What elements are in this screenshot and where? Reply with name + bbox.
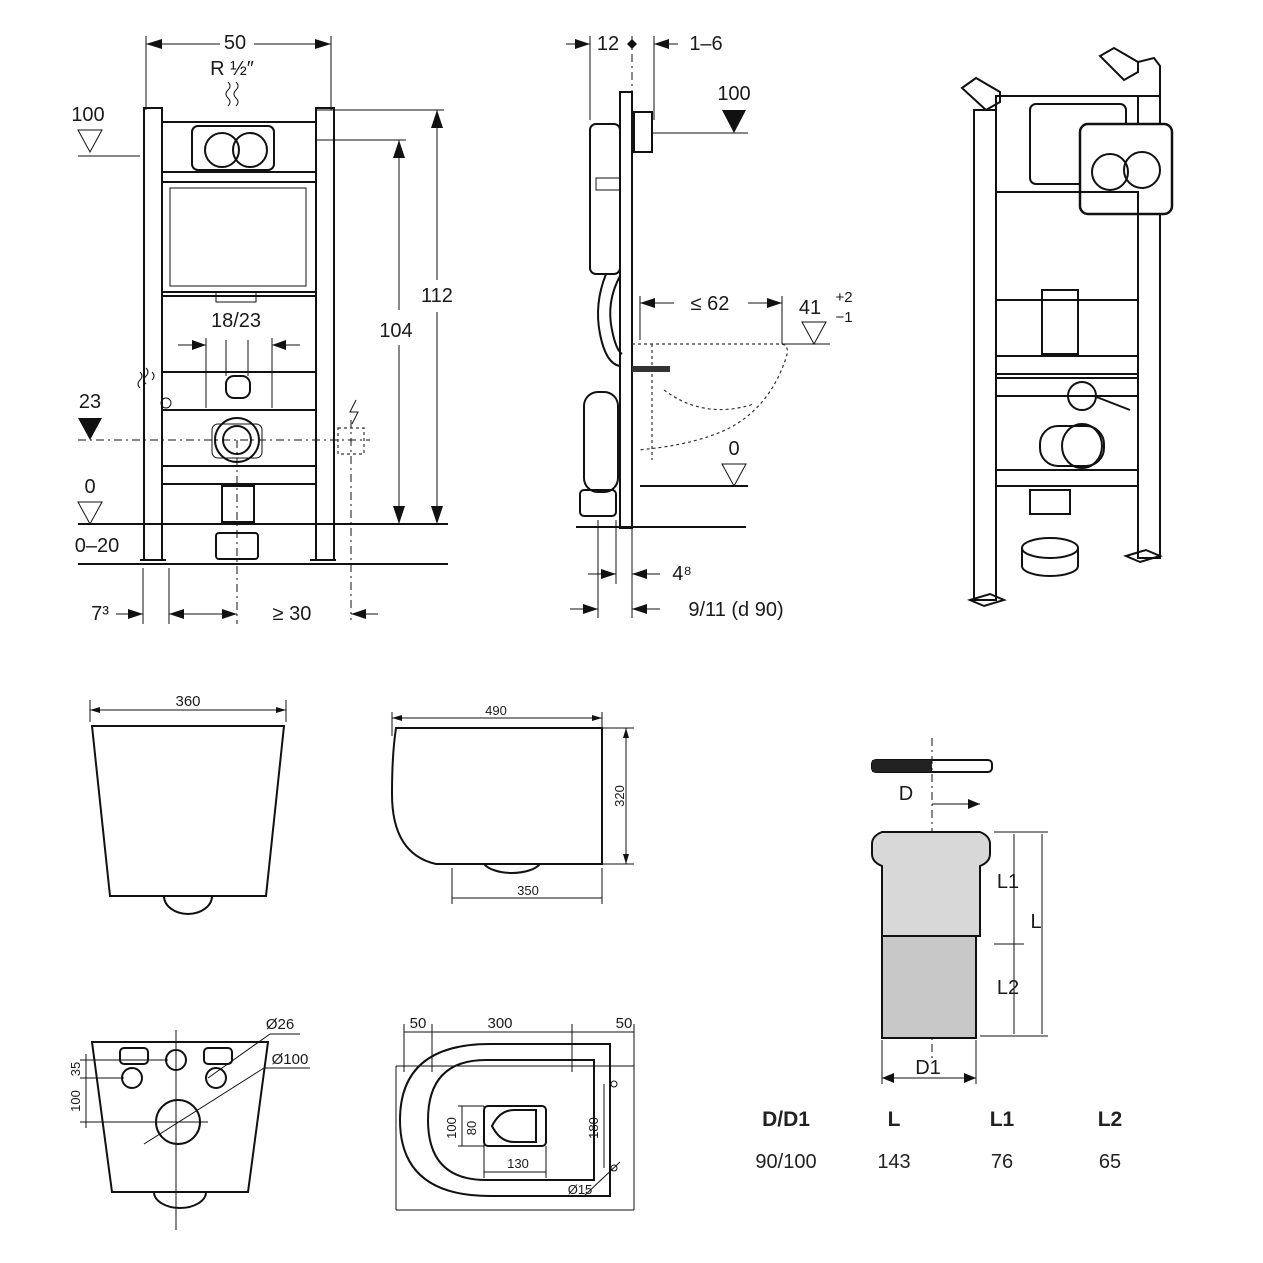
tolerance-minus-label: −1 [835,309,852,326]
offset-4-label: 4⁸ [672,563,692,585]
frame-width-label: 50 [224,32,246,54]
bowl-side-view: 490 320 350 [390,703,634,904]
level-marker-0-icon [77,501,103,526]
bowl-rear-d26-label: Ø26 [266,1016,294,1033]
bowl-rear-view: Ø26 Ø100 35 100 [68,1016,310,1230]
floor-range-label: 0–20 [75,535,120,557]
bowl-length-label: 490 [485,703,507,718]
frame-front-view: 50 R ½″ 100 18/23 [71,32,453,625]
bowl-base-label: 350 [517,883,539,898]
level-marker-100-icon [77,129,103,154]
spec-header-l2: L2 [1098,1108,1123,1131]
bowl-height-label: 320 [612,785,627,807]
side-level-100-icon [722,110,746,133]
side-level-0-icon [721,463,747,488]
min-side-distance-label: ≥ 30 [273,603,312,625]
bowl-front-view: 360 [89,693,287,915]
adjustment-label: 1–6 [689,33,722,55]
top-width-80-label: 80 [464,1121,479,1135]
connector-d-label: D [899,783,913,805]
bowl-width-label: 360 [175,693,200,710]
bowl-level-icon [801,321,827,346]
tolerance-plus-label: +2 [835,289,852,306]
connector-l1-label: L1 [997,871,1019,893]
frame-side-view: 12 1–6 100 ≤ 62 41 +2 −1 0 [566,33,853,621]
top-height-180-label: 180 [586,1117,601,1139]
reach-label: ≤ 62 [691,293,730,315]
height-104-label: 104 [379,320,412,342]
frame-perspective-view [960,46,1174,608]
spacing-label: 18/23 [211,310,261,332]
connector-l2-label: L2 [997,977,1019,999]
bowl-rear-d100-label: Ø100 [272,1051,309,1068]
spec-table: D/D1 L L1 L2 90/100 143 76 65 [755,1108,1122,1173]
top-width-300-label: 300 [487,1015,512,1032]
spec-header-l1: L1 [990,1108,1015,1131]
level-0-label: 0 [84,476,95,498]
level-23-label: 23 [79,391,101,413]
water-inlet-icon [137,367,155,389]
pipe-size-label: 9/11 (d 90) [688,599,783,621]
top-height-100-label: 100 [444,1117,459,1139]
side-level-0-label: 0 [728,438,739,460]
height-112-label: 112 [421,285,453,307]
top-hole-d15-label: Ø15 [568,1182,593,1197]
connector-pipe-view: D L1 L L2 D1 [871,738,1048,1084]
spec-value-d: 90/100 [755,1151,816,1173]
spec-value-l1: 76 [991,1151,1013,1173]
depth-12-label: 12 [597,33,619,55]
supply-thread-label: R ½″ [210,58,254,80]
spec-header-d: D/D1 [762,1108,810,1131]
bowl-rear-100-label: 100 [68,1090,83,1112]
level-marker-23-icon [78,418,102,440]
water-supply-icon [225,81,239,107]
level-100-label: 100 [71,104,104,126]
top-margin-right-label: 50 [616,1015,633,1032]
top-width-130-label: 130 [507,1156,529,1171]
electric-icon [349,399,359,425]
spec-header-l: L [888,1108,901,1131]
spec-value-l2: 65 [1099,1151,1121,1173]
connector-d1-label: D1 [915,1057,941,1079]
top-margin-left-label: 50 [410,1015,427,1032]
side-level-100-label: 100 [717,83,750,105]
bowl-height-41-label: 41 [799,297,821,319]
spec-value-l: 143 [877,1151,910,1173]
bowl-top-view: 50 300 50 100 80 130 180 Ø15 [395,1015,635,1211]
connector-l-label: L [1030,911,1041,933]
bowl-rear-35-label: 35 [68,1062,83,1076]
offset-left-label: 7³ [91,603,109,625]
